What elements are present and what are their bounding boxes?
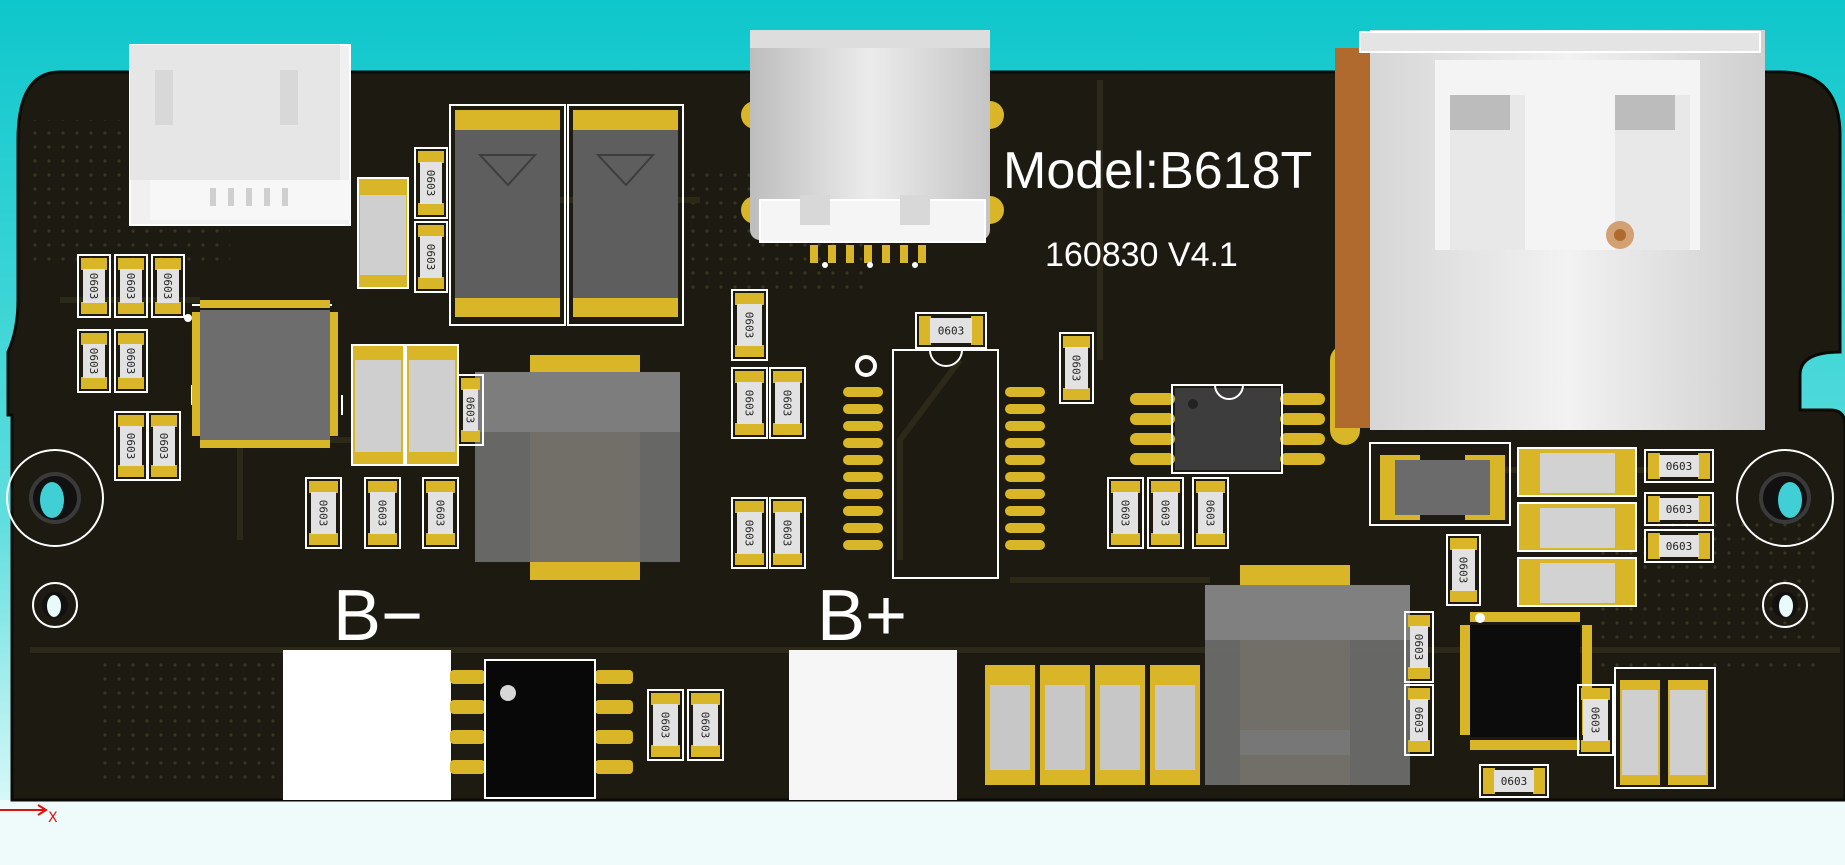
- resistor-label: 0603: [87, 348, 100, 375]
- resistor-label: 0603: [1412, 707, 1425, 734]
- resistor-0603[interactable]: 0603: [1644, 449, 1714, 483]
- resistor-0603[interactable]: 0603: [1404, 611, 1434, 683]
- resistor-label: 0603: [1589, 707, 1602, 734]
- sop8-ic-right[interactable]: [1130, 384, 1325, 474]
- board-version-label: 160830 V4.1: [1045, 236, 1238, 274]
- capacitor-cluster-right[interactable]: [1517, 447, 1716, 789]
- resistor-label: 0603: [424, 244, 437, 271]
- usb-c-connector-icon[interactable]: [741, 30, 1004, 268]
- resistor-label: 0603: [124, 273, 137, 300]
- board-model-label: Model:B618T: [1003, 142, 1312, 200]
- via-field-bottom-left: [100, 650, 300, 780]
- resistor-label: 0603: [1204, 500, 1217, 527]
- mounting-hole-left-small: [32, 582, 78, 628]
- origin-axis-label: X: [48, 810, 58, 826]
- resistor-0603[interactable]: 0603: [1644, 529, 1714, 563]
- resistor-label: 0603: [1412, 634, 1425, 661]
- resistor-label: 0603: [781, 390, 794, 417]
- resistor-0603[interactable]: 0603: [114, 254, 148, 318]
- large-inductor[interactable]: [475, 355, 680, 580]
- resistor-label: 0603: [434, 500, 447, 527]
- resistor-0603[interactable]: 0603: [114, 411, 148, 481]
- resistor-0603[interactable]: 0603: [77, 329, 111, 393]
- resistor-label: 0603: [1666, 503, 1693, 516]
- mounting-hole-left: [6, 449, 104, 547]
- resistor-label: 0603: [424, 170, 437, 197]
- resistor-label: 0603: [1666, 540, 1693, 553]
- qfn-controller-right[interactable]: [1460, 612, 1592, 750]
- jst-connector-icon[interactable]: [129, 44, 351, 226]
- inductor-bottom-right[interactable]: [1205, 565, 1410, 785]
- resistor-0603[interactable]: 0603: [422, 477, 459, 549]
- resistor-0603[interactable]: 0603: [414, 147, 448, 219]
- resistor-0603[interactable]: 0603: [1192, 477, 1229, 549]
- resistor-0603[interactable]: 0603: [1147, 477, 1184, 549]
- battery-negative-pad[interactable]: [283, 650, 451, 800]
- resistor-0603[interactable]: 0603: [1059, 332, 1094, 404]
- resistor-0603[interactable]: 0603: [769, 367, 806, 439]
- resistor-0603[interactable]: 0603: [1107, 477, 1144, 549]
- resistor-0603[interactable]: 0603: [1446, 534, 1481, 606]
- power-inductor-2[interactable]: [567, 104, 684, 326]
- resistor-0603[interactable]: 0603: [151, 254, 185, 318]
- mounting-hole-right-small: [1762, 582, 1808, 628]
- resistor-label: 0603: [124, 433, 137, 460]
- resistor-label: 0603: [1457, 557, 1470, 584]
- capacitor-row-bottom[interactable]: [985, 665, 1200, 785]
- resistor-label: 0603: [376, 500, 389, 527]
- resistor-0603[interactable]: 0603: [731, 497, 768, 569]
- resistor-label: 0603: [87, 273, 100, 300]
- sop-ic-center[interactable]: [843, 349, 1045, 579]
- resistor-label: 0603: [1666, 460, 1693, 473]
- resistor-label: 0603: [1070, 355, 1083, 382]
- resistor-label: 0603: [124, 348, 137, 375]
- resistor-0603[interactable]: 0603: [915, 312, 987, 349]
- resistor-label: 0603: [161, 273, 174, 300]
- resistor-0603[interactable]: 0603: [457, 374, 484, 446]
- origin-axis-marker: X: [0, 804, 58, 826]
- battery-positive-label: B+: [817, 576, 907, 656]
- resistor-label: 0603: [659, 712, 672, 739]
- resistor-0603[interactable]: 0603: [414, 221, 448, 293]
- resistor-0603[interactable]: 0603: [147, 411, 181, 481]
- resistor-label: 0603: [699, 712, 712, 739]
- resistor-0603[interactable]: 0603: [1644, 492, 1714, 526]
- resistor-0603[interactable]: 0603: [769, 497, 806, 569]
- resistor-label: 0603: [781, 520, 794, 547]
- capacitor-cluster-left[interactable]: [351, 177, 459, 466]
- resistor-label: 0603: [1159, 500, 1172, 527]
- resistor-label: 0603: [317, 500, 330, 527]
- resistor-group: 0603 0603 0603 0603 0603 0603 0603 0603 0603 0603…: [77, 147, 1714, 798]
- resistor-label: 0603: [938, 325, 965, 338]
- qfn-controller-left[interactable]: [184, 300, 343, 448]
- resistor-0603[interactable]: 0603: [114, 329, 148, 393]
- mosfet-bottom[interactable]: [450, 659, 633, 799]
- resistor-label: 0603: [157, 433, 170, 460]
- resistor-0603[interactable]: 0603: [1404, 684, 1434, 756]
- resistor-label: 0603: [743, 312, 756, 339]
- resistor-0603[interactable]: 0603: [1577, 684, 1614, 756]
- resistor-0603[interactable]: 0603: [731, 289, 768, 361]
- usb-a-connector-icon[interactable]: [1330, 30, 1765, 445]
- viewport-floor: [0, 800, 1845, 865]
- mounting-hole-right: [1736, 449, 1834, 547]
- resistor-0603[interactable]: 0603: [731, 367, 768, 439]
- resistor-0603[interactable]: 0603: [77, 254, 111, 318]
- battery-negative-label: B−: [333, 576, 423, 656]
- resistor-0603[interactable]: 0603: [364, 477, 401, 549]
- power-inductor-1[interactable]: [449, 104, 566, 326]
- resistor-label: 0603: [1501, 775, 1528, 788]
- resistor-label: 0603: [1119, 500, 1132, 527]
- resistor-0603[interactable]: 0603: [647, 689, 684, 761]
- battery-positive-pad[interactable]: [789, 650, 957, 800]
- schottky-diode[interactable]: [1369, 442, 1511, 526]
- resistor-0603[interactable]: 0603: [305, 477, 342, 549]
- resistor-0603[interactable]: 0603: [687, 689, 724, 761]
- resistor-label: 0603: [743, 390, 756, 417]
- resistor-label: 0603: [743, 520, 756, 547]
- resistor-0603[interactable]: 0603: [1479, 764, 1549, 798]
- resistor-label: 0603: [464, 397, 477, 424]
